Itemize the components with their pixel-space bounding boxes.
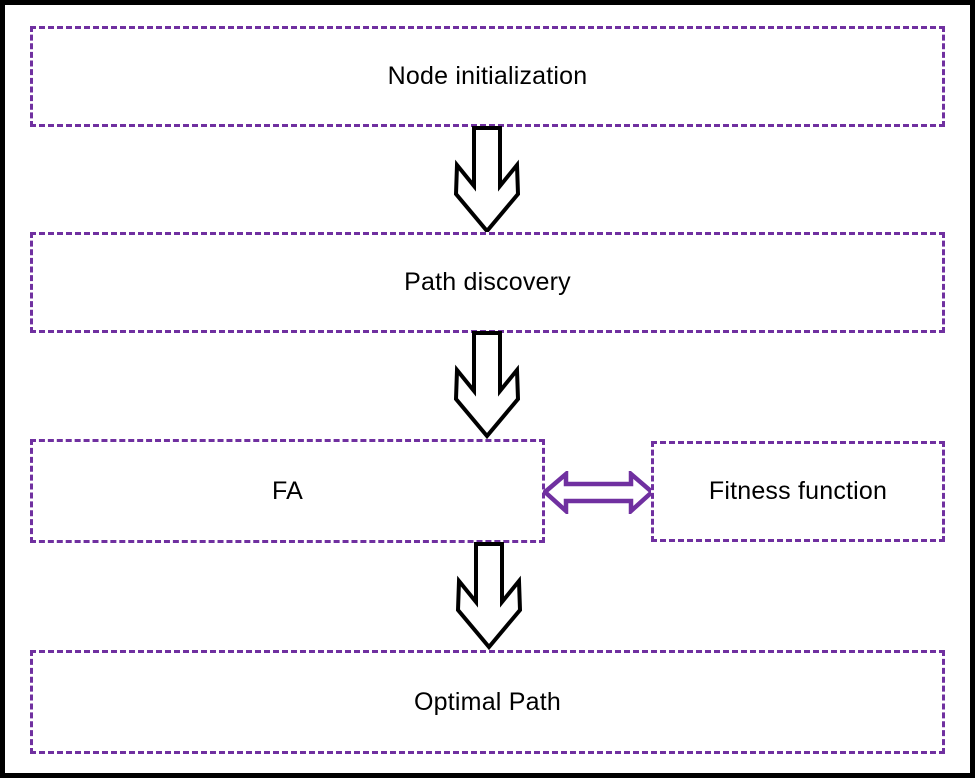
- node-label-fa: FA: [272, 476, 303, 505]
- node-label-path-discovery: Path discovery: [404, 268, 571, 296]
- node-box-fa: FA: [30, 439, 545, 543]
- node-label-fitness-function: Fitness function: [708, 477, 888, 505]
- down-arrow-icon: [454, 331, 520, 439]
- node-box-optimal-path: Optimal Path: [30, 650, 945, 754]
- down-arrow-icon: [454, 126, 520, 234]
- node-label-optimal-path: Optimal Path: [414, 687, 561, 716]
- node-label-node-initialization: Node initialization: [387, 62, 588, 90]
- node-box-fitness-function: Fitness function: [651, 441, 945, 542]
- node-box-node-initialization: Node initialization: [30, 26, 945, 127]
- down-arrow-icon: [456, 542, 522, 650]
- double-arrow-icon: [543, 471, 654, 514]
- node-box-path-discovery: Path discovery: [30, 232, 945, 333]
